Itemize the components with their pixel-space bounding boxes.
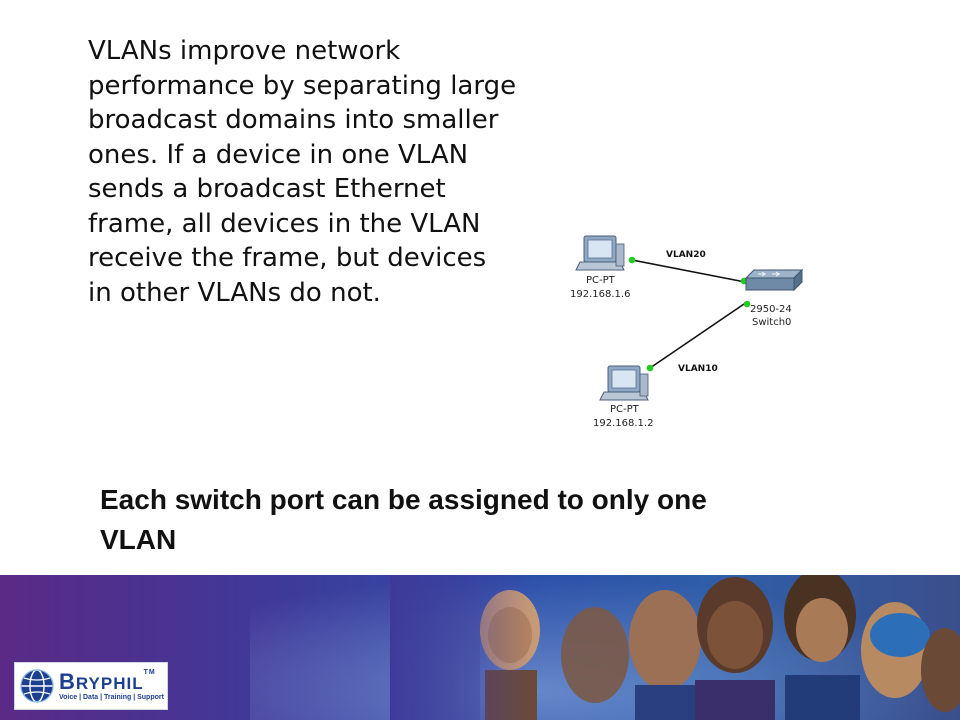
body-paragraph: VLANs improve network performance by sep…: [88, 36, 517, 308]
emphasis-text: Each switch port can be assigned to only…: [100, 484, 707, 555]
logo-tagline: Voice | Data | Training | Support: [59, 694, 164, 701]
link-vlan20: [631, 259, 746, 283]
vlan20-label: VLAN20: [666, 250, 706, 260]
link-vlan10: [649, 301, 748, 369]
network-diagram: PC-PT 192.168.1.6 2950-24 Switch0 PC-PT …: [570, 235, 804, 429]
pc-top-ip: 192.168.1.6: [570, 289, 630, 300]
pc-top-type: PC-PT: [586, 275, 616, 286]
switch-icon[interactable]: [744, 268, 804, 292]
vlan10-label: VLAN10: [678, 364, 718, 374]
switch-model: 2950-24: [750, 304, 792, 315]
switch-name: Switch0: [752, 317, 791, 328]
logo-letter-b: B: [59, 669, 76, 694]
people-photo-strip: [390, 575, 960, 720]
pc-bottom-ip: 192.168.1.2: [593, 418, 653, 429]
pc-bottom-type: PC-PT: [610, 404, 640, 415]
port-pc-bottom: [646, 364, 654, 372]
pc-icon-top[interactable]: [575, 235, 625, 271]
logo-wordmark: BRYPHILTM: [59, 669, 156, 695]
logo-letters-hil: HIL: [113, 674, 144, 693]
logo-letters-ryp: RYP: [75, 674, 114, 693]
globe-icon: [20, 669, 54, 703]
pc-icon-bottom[interactable]: [599, 365, 649, 401]
port-pc-top: [628, 256, 636, 264]
port-switch-bottom: [743, 300, 751, 308]
bryphil-logo[interactable]: BRYPHILTM Voice | Data | Training | Supp…: [14, 662, 168, 710]
logo-trademark: TM: [143, 669, 156, 676]
